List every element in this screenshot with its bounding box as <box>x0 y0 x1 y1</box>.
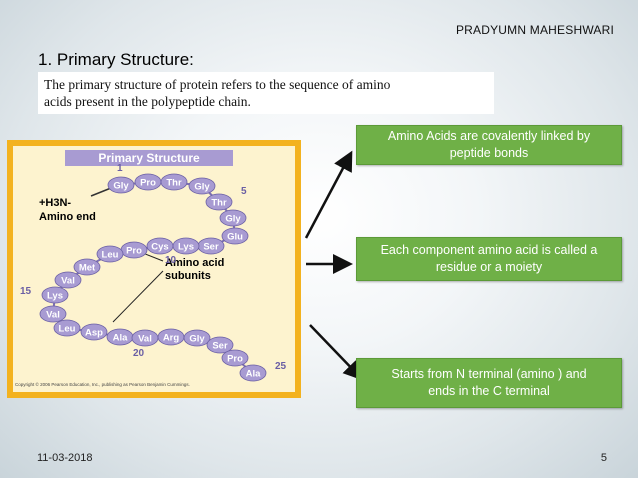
definition-text: The primary structure of protein refers … <box>38 72 494 114</box>
amino-end-label: Amino end <box>39 211 96 223</box>
residue-label: Ala <box>113 333 129 344</box>
residue-label: Leu <box>102 250 119 261</box>
residue-bead: Ala <box>239 364 267 382</box>
residue-label: Ser <box>203 242 219 253</box>
residue-label: Gly <box>225 214 241 225</box>
figure-canvas: Primary Structure +H3N- Amino end Amino … <box>13 146 295 392</box>
residue-label: Pro <box>227 354 243 365</box>
banner-title: Primary Structure <box>98 151 200 165</box>
page-number: 5 <box>600 452 607 464</box>
residue-bead: Ala <box>106 328 134 346</box>
residue-label: Val <box>46 310 60 321</box>
residue-label: Gly <box>194 182 210 193</box>
residue-label: Ser <box>212 341 228 352</box>
residue-bead: Ser <box>197 237 225 255</box>
callout-1-line-2: peptide bonds <box>449 146 529 160</box>
residue-bead: Val <box>39 305 67 323</box>
subunits-label-1: Amino acid <box>165 257 224 269</box>
residue-label: Val <box>138 334 152 345</box>
residue-label: Gly <box>189 334 205 345</box>
residue-number: 10 <box>165 255 177 266</box>
residue-label: Pro <box>140 178 156 189</box>
figure-copyright: Copyright © 2006 Pearson Education, Inc.… <box>15 381 190 387</box>
residue-bead: Leu <box>96 245 124 263</box>
residue-number: 1 <box>117 163 123 174</box>
residue-bead: Glu <box>221 227 249 245</box>
residue-bead: Pro <box>120 241 148 259</box>
residue-number: 25 <box>275 361 287 372</box>
residue-bead: Pro <box>134 173 162 191</box>
residue-bead: Thr <box>205 193 233 211</box>
callout-terminals: Starts from N terminal (amino ) and ends … <box>356 358 622 408</box>
residue-bead: Ser <box>206 336 234 354</box>
residue-bead: Lys <box>172 237 200 255</box>
residue-number: 15 <box>20 286 32 297</box>
slide-title: 1. Primary Structure: <box>38 50 194 69</box>
figure-banner <box>65 150 233 166</box>
residue-bead: Gly <box>107 176 135 194</box>
residue-bead: Asp <box>80 323 108 341</box>
author-name: PRADYUMN MAHESHWARI <box>455 23 614 37</box>
definition-line-1: The primary structure of protein refers … <box>44 77 391 92</box>
residue-label: Asp <box>85 328 103 339</box>
primary-structure-figure: Primary Structure +H3N- Amino end Amino … <box>7 140 301 398</box>
residue-label: Gly <box>113 181 129 192</box>
residue-bead: Arg <box>157 328 185 346</box>
residue-bead: Gly <box>188 177 216 195</box>
residue-label: Thr <box>166 178 182 189</box>
residue-label: Pro <box>126 246 142 257</box>
callout-3-line-1: Starts from N terminal (amino ) and <box>391 367 587 381</box>
residue-number: 5 <box>241 186 247 197</box>
subunits-pointer-bottom <box>112 270 164 323</box>
residue-label: Leu <box>59 324 76 335</box>
callout-residue: Each component amino acid is called a res… <box>356 237 622 281</box>
subunits-label-2: subunits <box>165 270 211 282</box>
footer-date: 11-03-2018 <box>37 452 93 464</box>
residue-bead: Thr <box>160 173 188 191</box>
residue-bead: Val <box>54 271 82 289</box>
callout-2-line-2: residue or a moiety <box>435 260 543 274</box>
residue-label: Lys <box>178 242 194 253</box>
residue-number: 20 <box>133 348 145 359</box>
residue-label: Arg <box>163 333 180 344</box>
residue-bead: Cys <box>146 237 174 255</box>
residue-label: Ala <box>246 369 262 380</box>
n-terminal-label: +H3N- <box>39 197 71 209</box>
residue-label: Val <box>61 276 75 287</box>
residue-bead: Gly <box>219 209 247 227</box>
arrow-to-callout-3 <box>309 324 364 381</box>
definition-line-2: acids present in the polypeptide chain. <box>44 94 251 109</box>
residue-label: Glu <box>227 232 243 243</box>
residue-bead: Leu <box>53 319 81 337</box>
callout-1-line-1: Amino Acids are covalently linked by <box>387 129 591 143</box>
residue-label: Lys <box>47 291 63 302</box>
residue-bead: Gly <box>183 329 211 347</box>
callout-2-line-1: Each component amino acid is called a <box>380 243 598 257</box>
callout-peptide-bonds: Amino Acids are covalently linked by pept… <box>356 125 622 165</box>
n-terminal-bond <box>90 187 112 197</box>
residue-label: Cys <box>151 242 168 253</box>
peptide-chain-diagram: Primary Structure +H3N- Amino end Amino … <box>15 150 287 387</box>
residue-bead: Lys <box>41 286 69 304</box>
callout-3-line-2: ends in the C terminal <box>428 384 550 398</box>
residue-label: Met <box>79 263 96 274</box>
residue-bead: Val <box>131 329 159 347</box>
arrow-to-callout-1 <box>304 150 353 239</box>
residue-label: Thr <box>211 198 227 209</box>
residue-bead: Pro <box>221 349 249 367</box>
residue-bead: Met <box>73 258 101 276</box>
